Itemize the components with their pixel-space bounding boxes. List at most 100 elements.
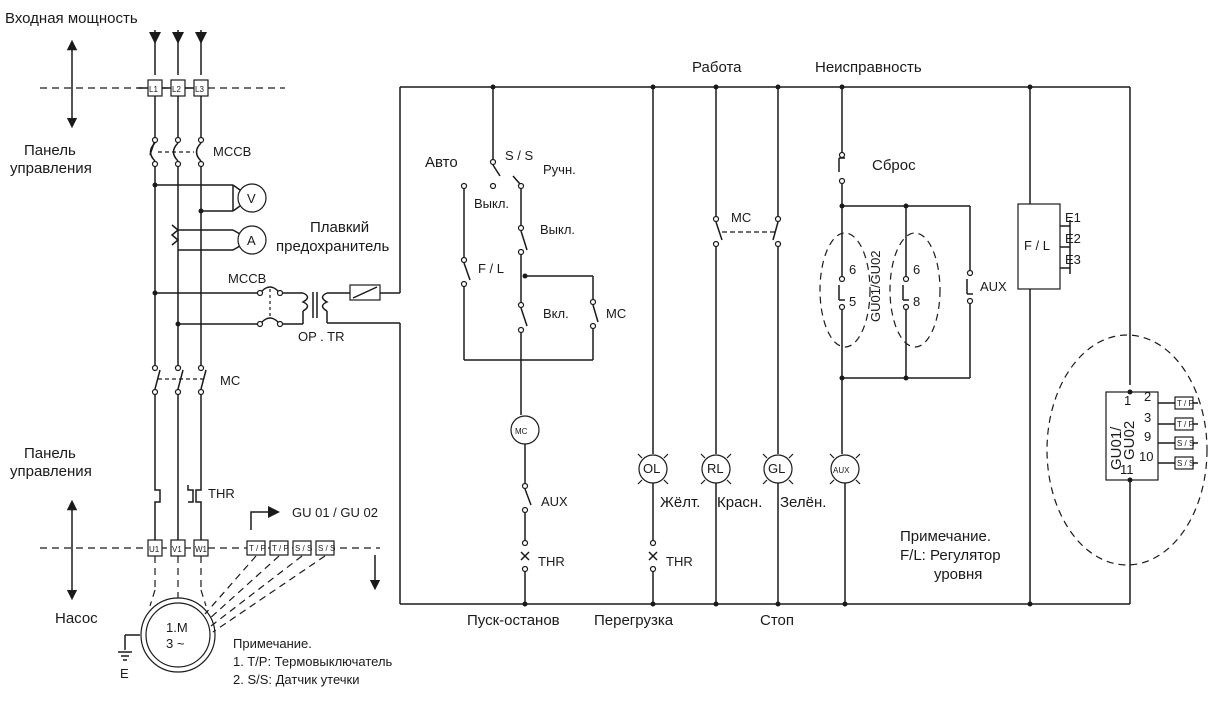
gu-tag-ss-1: S / S [1177,439,1194,448]
terminals-bottom: U1 V1 W1 [147,539,209,557]
mc-rl-label: MC [731,210,751,225]
gu-pin-2: 2 [1144,389,1151,404]
green-label: Зелён. [780,494,826,511]
fuse-label: Плавкий [310,219,369,236]
manual-label: Ручн. [543,162,576,177]
gu-tag-tp-2: T / P [1177,420,1194,429]
gu-pin-10: 10 [1139,449,1153,464]
fault-branch [819,84,974,607]
aux-fault-label: AUX [980,279,1007,294]
auto-label: Авто [425,154,458,171]
aux-contact-label: AUX [541,494,568,509]
terminal-tp-2: T / P [272,544,289,553]
e3-label: E3 [1065,252,1081,267]
gu-detail-label: GU01/ [1108,426,1125,470]
e2-label: E2 [1065,231,1081,246]
off-button-label: Выкл. [540,222,575,237]
note2-ss: 2. S/S: Датчик утечки [233,672,360,687]
fl-label: F / L [478,261,504,276]
transformer-feed [152,284,400,328]
ammeter [237,225,267,255]
motor: 1.M 3 ~ E [118,555,326,681]
control-panel-bottom-label: Панель [24,445,76,462]
note-title: Примечание. [900,528,991,545]
mccb-main-label: MCCB [213,144,251,159]
run-label: Работа [692,59,742,76]
power-section: Входная мощность Панель управления Панел… [5,10,400,687]
mccb-tr-label: MCCB [228,271,266,286]
phase-lines [149,96,207,540]
motor-label: 1.M [166,620,188,635]
mc-seal-label: MC [606,306,626,321]
overload-label: Перегрузка [594,612,674,629]
meters: V A [152,182,267,255]
thr-col2-label: THR [666,554,693,569]
lamp-rl-label: RL [707,461,724,476]
mc-coil-label: MC [515,427,528,436]
ammeter-label: A [247,233,256,248]
e1-label: E1 [1065,210,1081,225]
mc-main-label: MC [220,373,240,388]
pin-5: 5 [849,294,856,309]
terminals-top: L1 L2 L3 [138,79,209,97]
gu-ref-arrow [250,511,270,530]
on-button-label: Вкл. [543,306,569,321]
start-stop-branch [460,84,599,607]
gu-pin-3: 3 [1144,410,1151,425]
terminal-l3: L3 [195,85,204,94]
thr-main-label: THR [208,486,235,501]
fl-box-label: F / L [1024,238,1050,253]
control-panel-top-label: Панель [24,142,76,159]
reset-label: Сброс [872,157,916,174]
pump-label: Насос [55,610,98,627]
gu-tag-ss-2: S / S [1177,459,1194,468]
lamp-aux-label: AUX [833,466,850,475]
gu-pin-11: 11 [1120,462,1134,477]
input-power-label: Входная мощность [5,10,138,27]
terminal-l1: L1 [149,85,158,94]
fl-level-controller [1017,84,1071,607]
terminal-ss-1: S / S [295,544,312,553]
voltmeter [237,183,267,213]
note2-title: Примечание. [233,636,312,651]
voltmeter-label: V [247,191,256,206]
gu-pin-1: 1 [1124,393,1131,408]
fault-label: Неисправность [815,59,922,76]
input-arrows [149,30,207,75]
terminal-l2: L2 [172,85,181,94]
gu-ref-label: GU 01 / GU 02 [292,505,378,520]
op-tr-label: OP . TR [298,329,344,344]
note-fl: F/L: Регулятор [900,547,1001,564]
control-panel-top-label-2: управления [10,160,92,177]
yellow-label: Жёлт. [660,494,700,511]
gu-tag-tp-1: T / P [1177,399,1194,408]
control-panel-bottom-label-2: управления [10,463,92,480]
gu-detail [1046,334,1208,566]
terminal-tp-1: T / P [249,544,266,553]
gu-vertical-label: GU01/GU02 [868,250,883,322]
terminals-sensor: T / P T / P S / S S / S [246,540,335,556]
pin-8: 8 [913,294,920,309]
thr-col1-label: THR [538,554,565,569]
motor-label-2: 3 ~ [166,636,185,651]
note-fl-2: уровня [934,566,982,583]
lamp-gl-label: GL [768,461,785,476]
ss-label: S / S [505,148,534,163]
stop-label: Стоп [760,612,794,629]
off-selector-label: Выкл. [474,196,509,211]
pin-6b: 6 [913,262,920,277]
lamp-ol-label: OL [643,461,660,476]
start-stop-label: Пуск-останов [467,612,560,629]
terminal-v1: V1 [172,545,182,554]
gu-detail-label-2: GU02 [1121,421,1138,460]
terminal-ss-2: S / S [318,544,335,553]
note2-tp: 1. T/P: Термовыключатель [233,654,393,669]
run-lamps-branch [700,84,794,607]
red-label: Красн. [717,494,762,511]
earth-label: E [120,666,129,681]
control-section: Работа Неисправность [399,59,1208,629]
terminal-u1: U1 [149,545,160,554]
fuse-label-2: предохранитель [276,238,390,255]
pin-6a: 6 [849,262,856,277]
